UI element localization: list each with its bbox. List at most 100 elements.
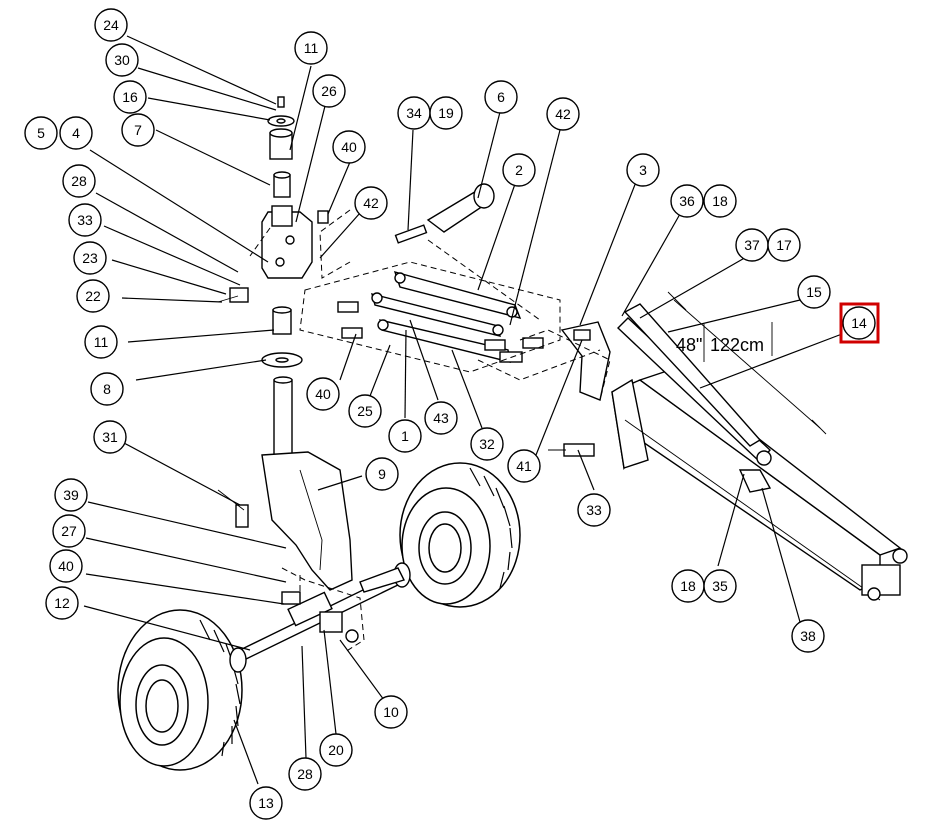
callout-40: 40 [49, 549, 83, 583]
callout-28: 28 [62, 164, 96, 198]
callout-number: 32 [479, 436, 495, 452]
front-tire [117, 609, 247, 771]
callout-number: 4 [72, 125, 80, 141]
callout-number: 18 [712, 193, 728, 209]
callout-number: 20 [328, 742, 344, 758]
callout-number: 33 [586, 502, 602, 518]
callout-42: 42 [354, 186, 388, 220]
callout-number: 7 [134, 122, 142, 138]
rear-tire [359, 462, 521, 608]
callout-number: 38 [800, 628, 816, 644]
callout-number: 40 [341, 139, 357, 155]
callout-5: 5 [24, 116, 58, 150]
parts-drawing: 48" 122cm [117, 96, 908, 771]
callout-42: 42 [546, 97, 580, 131]
callout-22: 22 [76, 279, 110, 313]
callout-32: 32 [470, 427, 504, 461]
callout-40: 40 [332, 130, 366, 164]
callout-23: 23 [73, 241, 107, 275]
callout-number: 14 [851, 315, 867, 331]
callout-36: 36 [670, 184, 704, 218]
callout-number: 10 [383, 704, 399, 720]
tie-rod [616, 303, 772, 493]
callout-number: 18 [680, 578, 696, 594]
callout-18: 18 [703, 184, 737, 218]
callout-number: 28 [297, 766, 313, 782]
callout-17: 17 [767, 228, 801, 262]
callout-number: 9 [378, 466, 386, 482]
callout-number: 22 [85, 288, 101, 304]
callout-number: 31 [102, 429, 118, 445]
callout-19: 19 [429, 96, 463, 130]
callout-12: 12 [45, 586, 79, 620]
callout-43: 43 [424, 401, 458, 435]
callout-1: 1 [388, 419, 422, 453]
callout-number: 33 [77, 212, 93, 228]
callout-number: 2 [515, 162, 523, 178]
callout-number: 24 [103, 17, 119, 33]
callout-9: 9 [365, 457, 399, 491]
callout-18: 18 [671, 569, 705, 603]
callout-33: 33 [577, 493, 611, 527]
pin-hardware [548, 329, 595, 457]
callout-10: 10 [374, 695, 408, 729]
callout-11: 11 [84, 325, 118, 359]
callout-number: 23 [82, 250, 98, 266]
callout-7: 7 [121, 113, 155, 147]
callout-25: 25 [348, 394, 382, 428]
callout-number: 16 [122, 89, 138, 105]
callout-4: 4 [59, 116, 93, 150]
callout-13: 13 [249, 786, 283, 820]
callout-15: 15 [797, 275, 831, 309]
callout-number: 28 [71, 173, 87, 189]
callout-33: 33 [68, 203, 102, 237]
dimension-inches-label: 48" [676, 335, 702, 355]
callout-number: 8 [103, 381, 111, 397]
callout-number: 35 [712, 578, 728, 594]
highlight-box [839, 302, 880, 344]
callout-number: 17 [776, 237, 792, 253]
callout-number: 43 [433, 410, 449, 426]
callout-number: 40 [58, 558, 74, 574]
callout-number: 1 [401, 428, 409, 444]
callout-number: 36 [679, 193, 695, 209]
linkage-arms [337, 270, 544, 363]
callout-number: 3 [639, 162, 647, 178]
callout-35: 35 [703, 569, 737, 603]
callout-number: 40 [315, 386, 331, 402]
dimension-annotation: 48" 122cm [667, 291, 827, 435]
callout-number: 30 [114, 52, 130, 68]
callout-2: 2 [502, 153, 536, 187]
callout-number: 26 [321, 83, 337, 99]
hydraulic-cylinder [394, 183, 495, 244]
callout-number: 39 [63, 487, 79, 503]
callout-number: 13 [258, 795, 274, 811]
callout-38: 38 [791, 619, 825, 653]
callout-39: 39 [54, 478, 88, 512]
callout-number: 42 [555, 106, 571, 122]
callout-34: 34 [397, 96, 431, 130]
callout-number: 37 [744, 237, 760, 253]
callout-27: 27 [52, 514, 86, 548]
callout-number: 19 [438, 105, 454, 121]
callout-14: 14 [842, 306, 876, 340]
callout-11: 11 [294, 31, 328, 65]
callout-24: 24 [94, 8, 128, 42]
dimension-metric-label: 122cm [710, 335, 764, 355]
callout-31: 31 [93, 420, 127, 454]
callout-30: 30 [105, 43, 139, 77]
callout-number: 11 [304, 40, 319, 56]
callout-41: 41 [507, 449, 541, 483]
callout-number: 41 [516, 458, 532, 474]
callout-number: 11 [94, 334, 109, 350]
callout-6: 6 [484, 80, 518, 114]
callout-40: 40 [306, 377, 340, 411]
callout-20: 20 [319, 733, 353, 767]
callout-number: 25 [357, 403, 373, 419]
callout-37: 37 [735, 228, 769, 262]
callout-16: 16 [113, 80, 147, 114]
leader-lines [83, 35, 843, 785]
callout-number: 5 [37, 125, 45, 141]
callout-8: 8 [90, 372, 124, 406]
